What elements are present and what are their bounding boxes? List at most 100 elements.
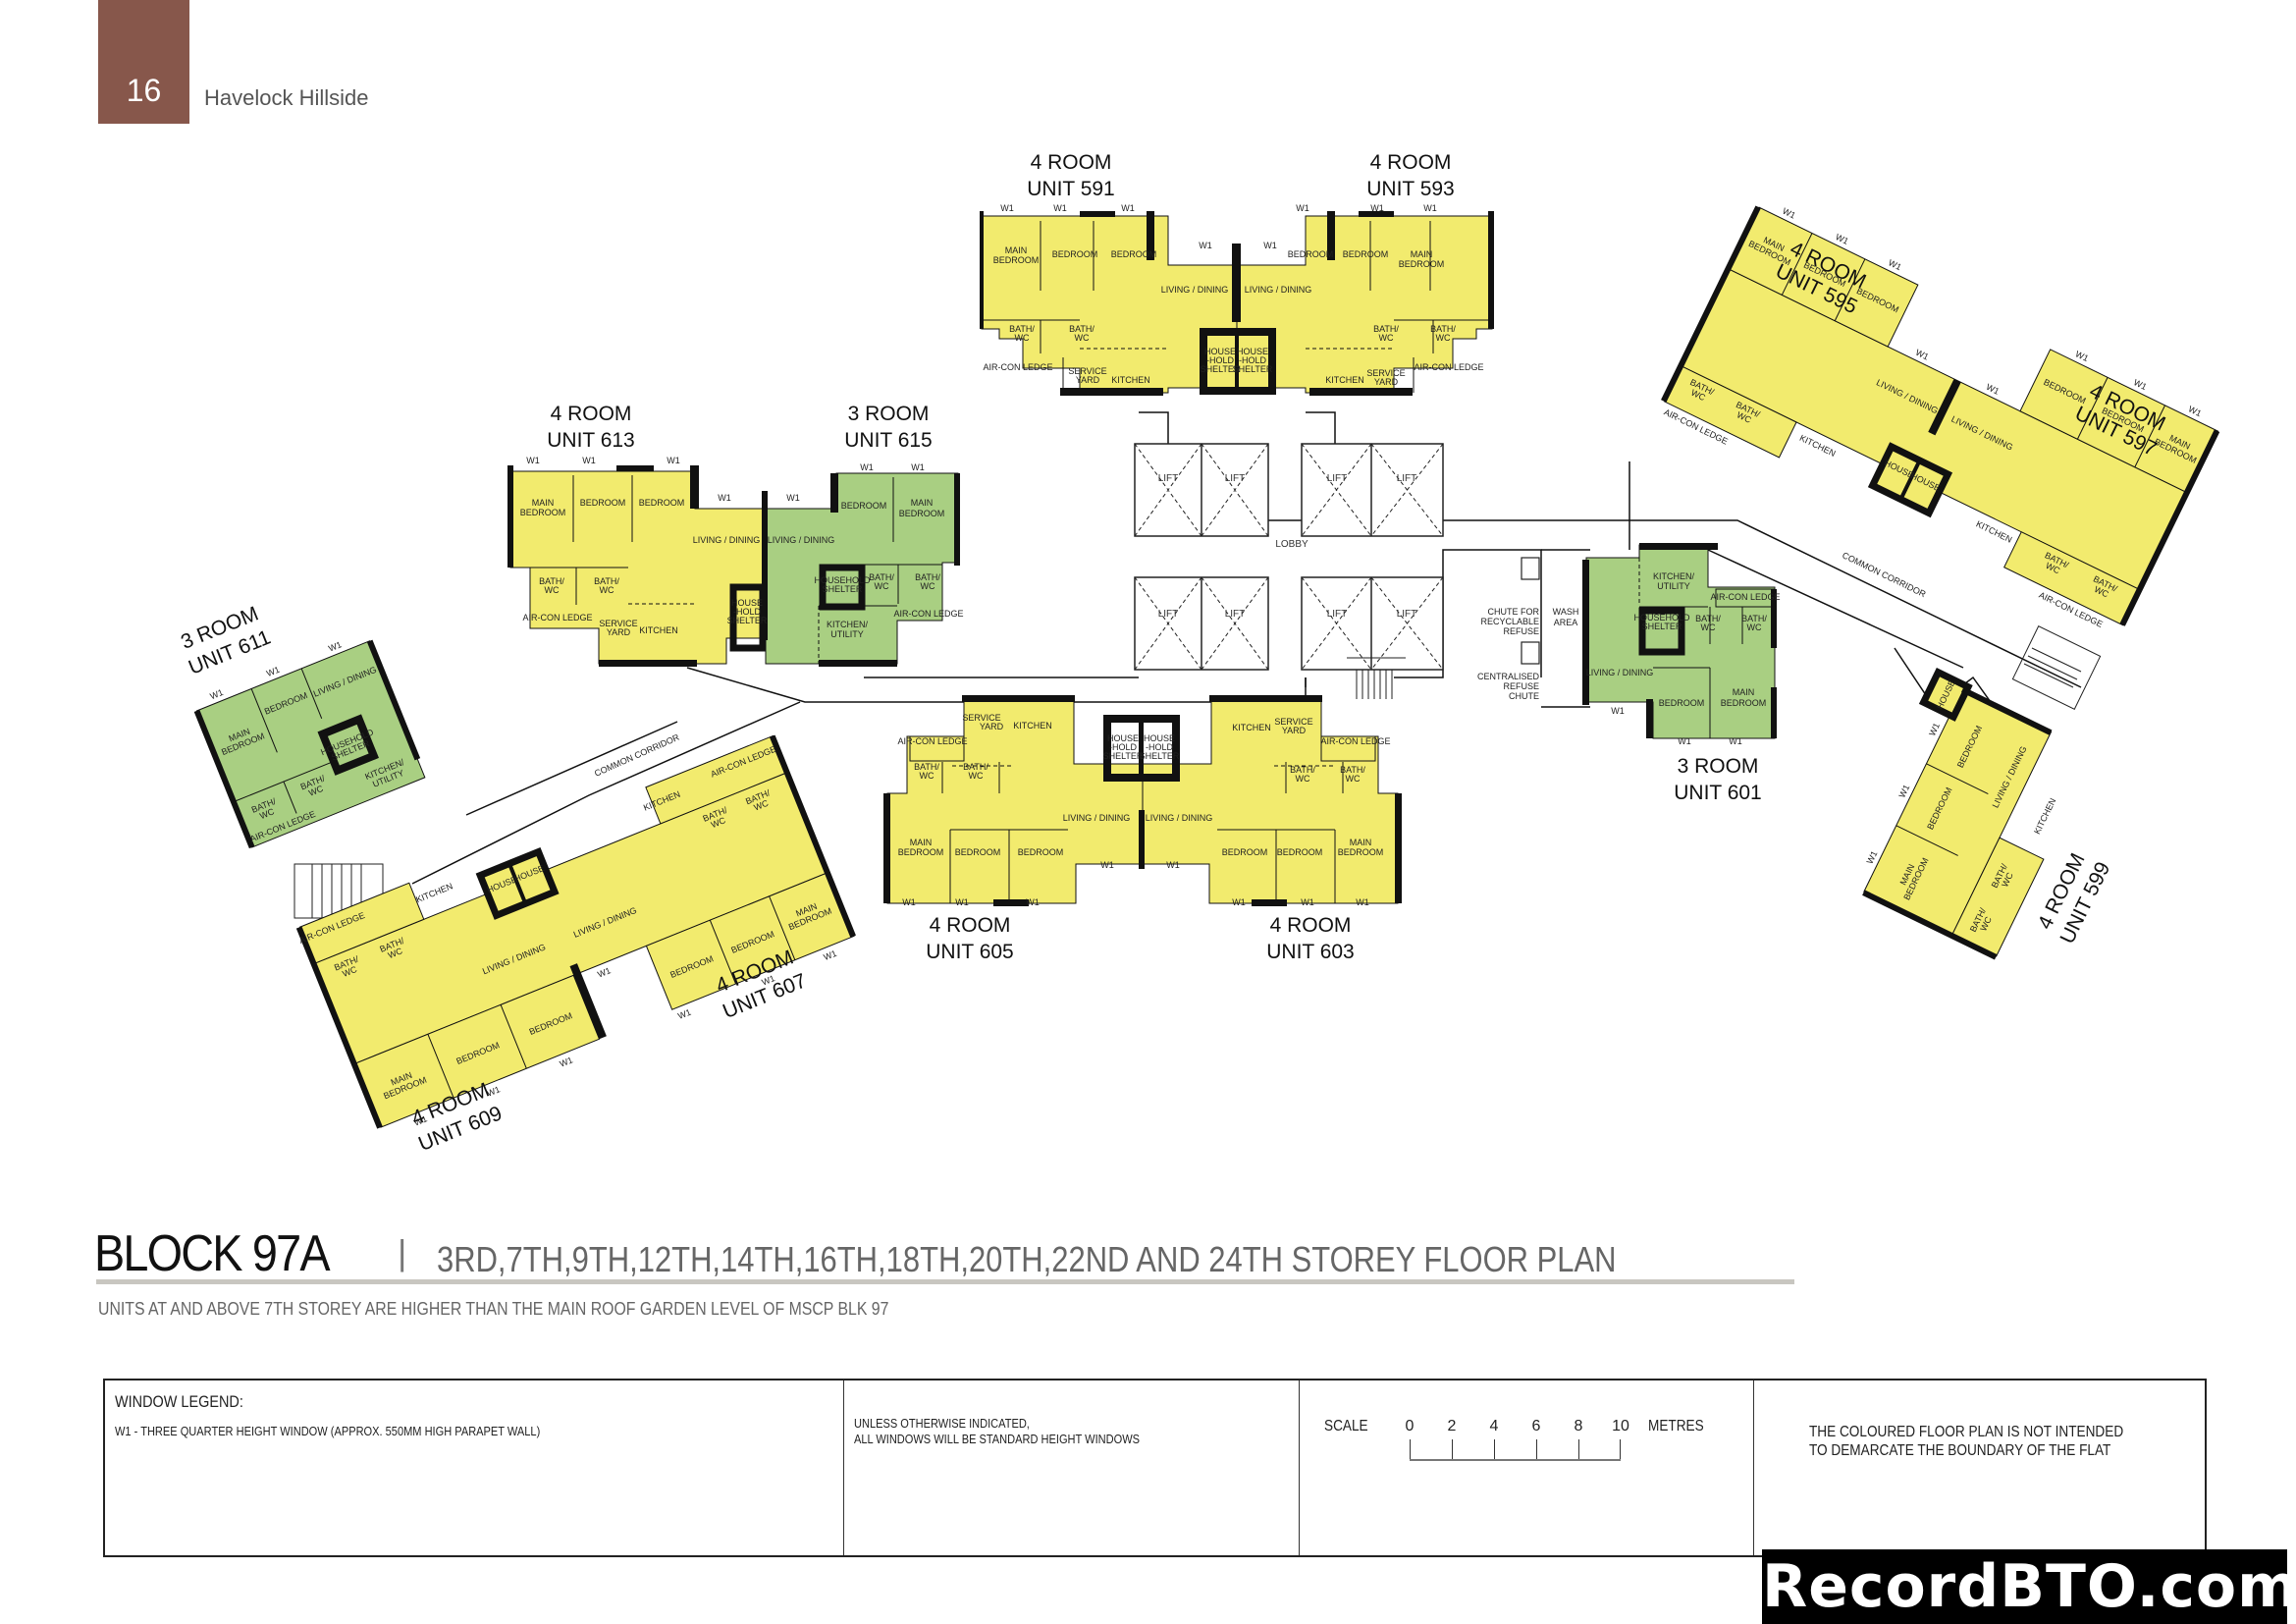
svg-text:UNIT 603: UNIT 603 <box>1266 941 1355 963</box>
window-note-line-1: UNLESS OTHERWISE INDICATED, <box>854 1416 1030 1431</box>
scale-unit: METRES <box>1648 1418 1704 1435</box>
svg-text:BATH/: BATH/ <box>915 572 940 582</box>
svg-text:MAIN: MAIN <box>532 498 555 508</box>
svg-text:LIVING / DINING: LIVING / DINING <box>768 535 835 545</box>
scale-tick-label: 4 <box>1489 1418 1499 1435</box>
svg-text:BEDROOM: BEDROOM <box>1288 249 1334 259</box>
svg-text:BATH/: BATH/ <box>1741 614 1767 623</box>
svg-text:KITCHEN: KITCHEN <box>1111 375 1150 385</box>
svg-text:WC: WC <box>600 585 614 595</box>
svg-text:W1: W1 <box>1370 203 1384 213</box>
svg-text:AIR-CON LEDGE: AIR-CON LEDGE <box>983 362 1052 372</box>
svg-text:YARD: YARD <box>607 627 631 637</box>
svg-text:W1: W1 <box>1053 203 1067 213</box>
svg-text:W1: W1 <box>1896 784 1911 800</box>
svg-text:W1: W1 <box>667 456 680 465</box>
disclaimer-line-2: TO DEMARCATE THE BOUNDARY OF THE FLAT <box>1809 1442 2111 1459</box>
svg-text:3 ROOM: 3 ROOM <box>848 403 930 425</box>
scale-label: SCALE <box>1324 1418 1368 1435</box>
svg-text:KITCHEN/: KITCHEN/ <box>1653 571 1695 581</box>
svg-text:WC: WC <box>1701 623 1716 632</box>
svg-text:UNIT 605: UNIT 605 <box>926 941 1014 963</box>
svg-text:BEDROOM: BEDROOM <box>1222 847 1268 857</box>
svg-text:BATH/: BATH/ <box>1290 765 1315 775</box>
svg-text:W1: W1 <box>1781 206 1797 221</box>
svg-text:W1: W1 <box>1423 203 1437 213</box>
svg-text:W1: W1 <box>718 493 731 503</box>
svg-text:KITCHEN: KITCHEN <box>1232 723 1271 732</box>
svg-text:CENTRALISED: CENTRALISED <box>1477 672 1540 681</box>
svg-text:W1: W1 <box>1199 241 1212 250</box>
svg-text:LIVING / DINING: LIVING / DINING <box>1146 813 1213 823</box>
scale-cell: SCALE 0 2 4 6 8 10 METRES <box>1299 1380 1753 1555</box>
svg-text:UNIT 591: UNIT 591 <box>1027 178 1115 200</box>
svg-text:MAIN: MAIN <box>1411 249 1433 259</box>
unit-601 <box>1585 544 1776 739</box>
unit-613 <box>509 470 767 665</box>
svg-text:AIR-CON LEDGE: AIR-CON LEDGE <box>1320 736 1390 746</box>
svg-text:REFUSE: REFUSE <box>1503 626 1539 636</box>
svg-text:BATH/: BATH/ <box>1009 324 1035 334</box>
svg-text:W1: W1 <box>1729 736 1742 746</box>
window-note-line-2: ALL WINDOWS WILL BE STANDARD HEIGHT WIND… <box>854 1432 1141 1446</box>
svg-text:W1: W1 <box>559 1055 574 1068</box>
document-title: Havelock Hillside <box>204 85 369 110</box>
svg-text:W1: W1 <box>1887 257 1903 272</box>
svg-text:KITCHEN: KITCHEN <box>414 881 454 904</box>
svg-text:W1: W1 <box>860 462 874 472</box>
svg-text:LIFT: LIFT <box>1225 609 1246 620</box>
legend-table: WINDOW LEGEND: W1 - THREE QUARTER HEIGHT… <box>103 1379 2207 1557</box>
svg-text:WC: WC <box>1379 333 1394 343</box>
svg-text:BEDROOM: BEDROOM <box>899 509 945 518</box>
title-separator: | <box>398 1232 407 1272</box>
svg-text:WC: WC <box>545 585 560 595</box>
svg-text:LIFT: LIFT <box>1397 473 1417 484</box>
svg-text:MAIN: MAIN <box>1733 687 1755 697</box>
svg-text:LIVING / DINING: LIVING / DINING <box>1586 668 1654 677</box>
svg-text:W1: W1 <box>582 456 596 465</box>
svg-text:BEDROOM: BEDROOM <box>898 847 944 857</box>
svg-text:BEDROOM: BEDROOM <box>1018 847 1064 857</box>
svg-text:HOUSE: HOUSE <box>731 598 763 608</box>
svg-text:LOBBY: LOBBY <box>1275 539 1308 550</box>
scale-tick-label: 6 <box>1531 1418 1541 1435</box>
svg-text:BEDROOM: BEDROOM <box>1052 249 1098 259</box>
svg-text:BEDROOM: BEDROOM <box>1721 698 1767 708</box>
svg-text:SHELTER: SHELTER <box>727 616 768 625</box>
svg-text:BATH/: BATH/ <box>1695 614 1721 623</box>
svg-text:UTILITY: UTILITY <box>830 629 864 639</box>
svg-text:W1: W1 <box>1263 241 1277 250</box>
svg-text:W1: W1 <box>1121 203 1135 213</box>
svg-text:BEDROOM: BEDROOM <box>993 255 1040 265</box>
svg-text:SHELTER: SHELTER <box>1233 364 1273 374</box>
svg-text:W1: W1 <box>760 973 775 987</box>
svg-text:BEDROOM: BEDROOM <box>955 847 1001 857</box>
svg-text:LIVING / DINING: LIVING / DINING <box>1245 285 1312 295</box>
svg-text:BEDROOM: BEDROOM <box>639 498 685 508</box>
svg-text:KITCHEN: KITCHEN <box>1325 375 1364 385</box>
block-title: BLOCK 97A <box>94 1225 331 1282</box>
svg-text:W1: W1 <box>209 687 225 701</box>
svg-text:WASH: WASH <box>1553 607 1579 617</box>
svg-text:SHELTER: SHELTER <box>1201 364 1241 374</box>
svg-text:KITCHEN/: KITCHEN/ <box>827 620 869 629</box>
svg-text:W1: W1 <box>1026 897 1040 907</box>
svg-text:HOUSE: HOUSE <box>1107 733 1139 743</box>
svg-text:W1: W1 <box>2132 377 2149 392</box>
svg-text:SHELTER: SHELTER <box>1103 751 1144 761</box>
svg-text:W1: W1 <box>1834 232 1850 246</box>
w1-description: W1 - THREE QUARTER HEIGHT WINDOW (APPROX… <box>115 1424 541 1438</box>
storey-list-title: 3RD,7TH,9TH,12TH,14TH,16TH,18TH,20TH,22N… <box>437 1239 1617 1279</box>
svg-text:4 ROOM: 4 ROOM <box>1031 151 1112 174</box>
svg-text:W1: W1 <box>1296 203 1309 213</box>
window-legend-title: WINDOW LEGEND: <box>115 1392 243 1411</box>
svg-text:SHELTER: SHELTER <box>1642 622 1682 631</box>
svg-text:SERVICE: SERVICE <box>962 713 1000 723</box>
svg-text:HOUSEHOLD: HOUSEHOLD <box>814 575 871 585</box>
svg-text:W1: W1 <box>1865 849 1880 866</box>
svg-text:SERVICE: SERVICE <box>599 619 637 628</box>
svg-text:4 ROOM: 4 ROOM <box>551 403 632 425</box>
svg-text:WC: WC <box>1296 774 1310 784</box>
